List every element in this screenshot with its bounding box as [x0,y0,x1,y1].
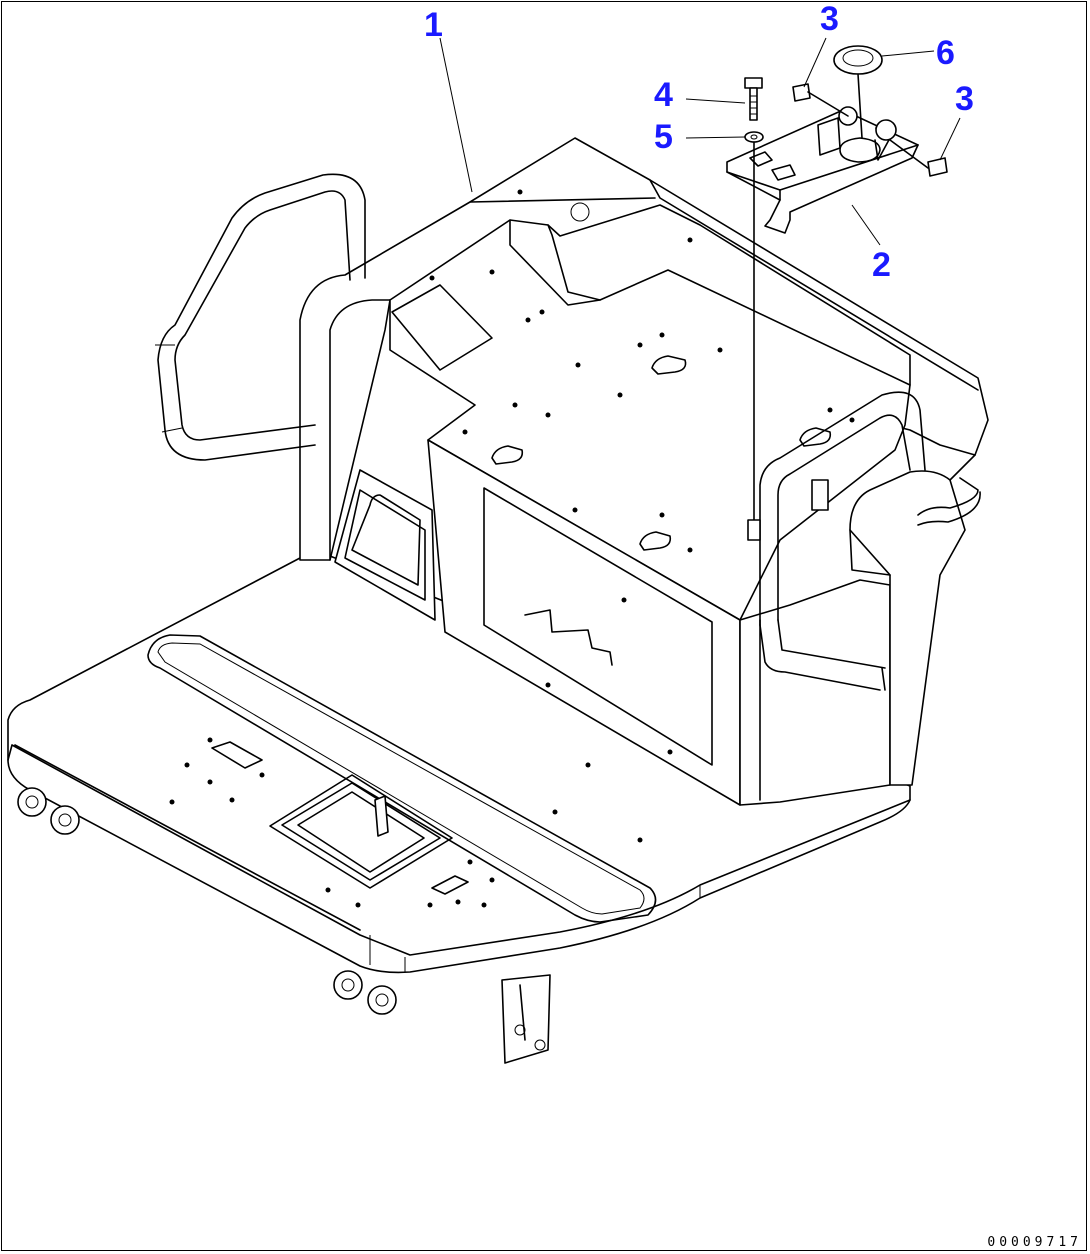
callout-4: 4 [654,76,673,114]
right-handrail [759,391,926,691]
document-number: 00009717 [987,1235,1082,1250]
callout-6: 6 [936,34,955,72]
left-handrail [155,173,366,461]
callout-2: 2 [872,246,891,284]
mounting-lugs [17,787,551,1064]
leader-lines [439,37,961,246]
floor-plate [7,555,911,974]
right-console [849,454,981,786]
callout-3b: 3 [955,80,974,118]
cab-shell [299,137,989,806]
callout-3a: 3 [820,0,839,38]
callout-1: 1 [424,6,443,44]
bracket-assembly [726,45,948,541]
callout-5: 5 [654,118,673,156]
